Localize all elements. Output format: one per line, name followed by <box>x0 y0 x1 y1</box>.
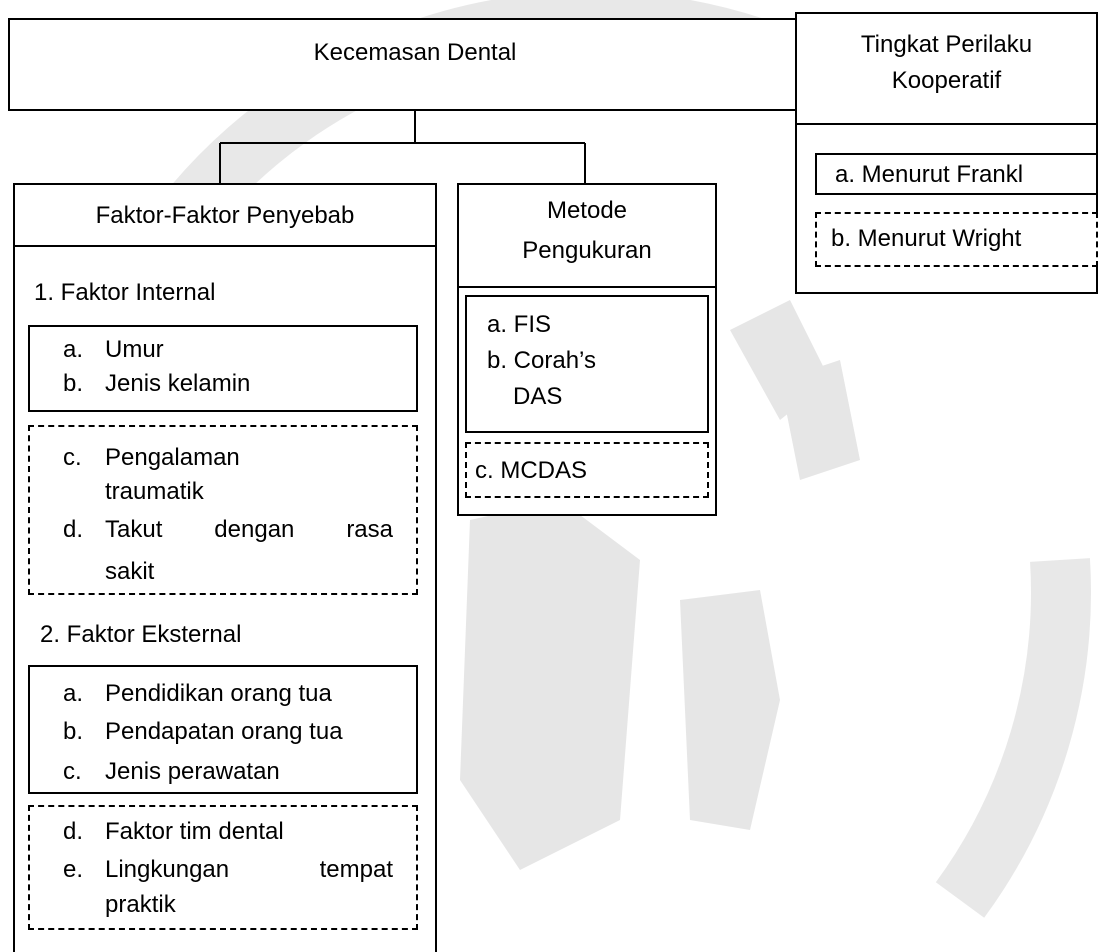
external-solid-box <box>28 665 418 794</box>
external-dashed-box <box>28 805 418 930</box>
internal-heading: 1. Faktor Internal <box>34 279 216 306</box>
right-divider <box>795 123 1098 125</box>
word: dengan <box>214 516 295 543</box>
tingkat-perilaku-title-line2: Kooperatif <box>891 67 1002 94</box>
metode-item-b-line1: b. Corah’s <box>487 347 596 374</box>
middle-divider <box>457 286 717 288</box>
item-label: d. <box>63 516 84 543</box>
item-text-justified: Takut dengan rasa <box>105 513 393 547</box>
metode-item-a: a. FIS <box>487 311 552 338</box>
metode-title-line1: Metode <box>546 197 628 224</box>
item-text: Faktor tim dental <box>105 818 284 845</box>
frankl-box: a. Menurut Frankl <box>815 153 1098 195</box>
internal-dashed-box <box>28 425 418 595</box>
item-text: Jenis perawatan <box>105 758 280 785</box>
internal-item-d-line2: sakit <box>105 558 155 585</box>
item-text: Pendapatan orang tua <box>105 718 343 745</box>
internal-item-c-line2: traumatik <box>105 478 204 505</box>
metode-item-c: c. MCDAS <box>475 457 588 484</box>
wright-item: b. Menurut Wright <box>831 225 1022 252</box>
faktor-penyebab-title: Faktor-Faktor Penyebab <box>95 202 355 229</box>
item-label: e. <box>63 856 84 883</box>
kecemasan-dental-title: Kecemasan Dental <box>313 39 517 66</box>
item-label: b. <box>63 370 84 397</box>
item-label: d. <box>63 818 84 845</box>
item-label: c. <box>63 444 82 471</box>
item-text: Pengalaman <box>105 444 240 471</box>
item-label: a. <box>63 336 84 363</box>
metode-item-b-line2: DAS <box>513 383 563 410</box>
item-label: a. <box>63 680 84 707</box>
word: rasa <box>346 516 393 543</box>
metode-dashed-box <box>465 442 709 498</box>
external-item-e-line2: praktik <box>105 891 176 918</box>
wright-box: b. Menurut Wright <box>815 212 1098 267</box>
tingkat-perilaku-title-line1: Tingkat Perilaku <box>860 31 1033 58</box>
frankl-item: a. Menurut Frankl <box>835 161 1024 188</box>
internal-solid-box <box>28 325 418 412</box>
kecemasan-dental-box: Kecemasan Dental <box>8 18 822 111</box>
external-item-e: e. Lingkungan tempat <box>63 853 393 887</box>
item-text: Jenis kelamin <box>105 370 251 397</box>
item-text: Umur <box>105 336 164 363</box>
left-divider <box>13 245 437 247</box>
item-label: c. <box>63 758 82 785</box>
metode-title-line2: Pengukuran <box>522 237 652 264</box>
item-label: b. <box>63 718 84 745</box>
word: Takut <box>105 516 163 543</box>
word: tempat <box>319 856 393 883</box>
metode-solid-box <box>465 295 709 433</box>
item-text: Pendidikan orang tua <box>105 680 332 707</box>
internal-item-d: d. Takut dengan rasa <box>63 513 393 547</box>
item-text-justified: Lingkungan tempat <box>105 853 393 887</box>
external-heading: 2. Faktor Eksternal <box>40 621 242 648</box>
word: Lingkungan <box>105 856 230 883</box>
